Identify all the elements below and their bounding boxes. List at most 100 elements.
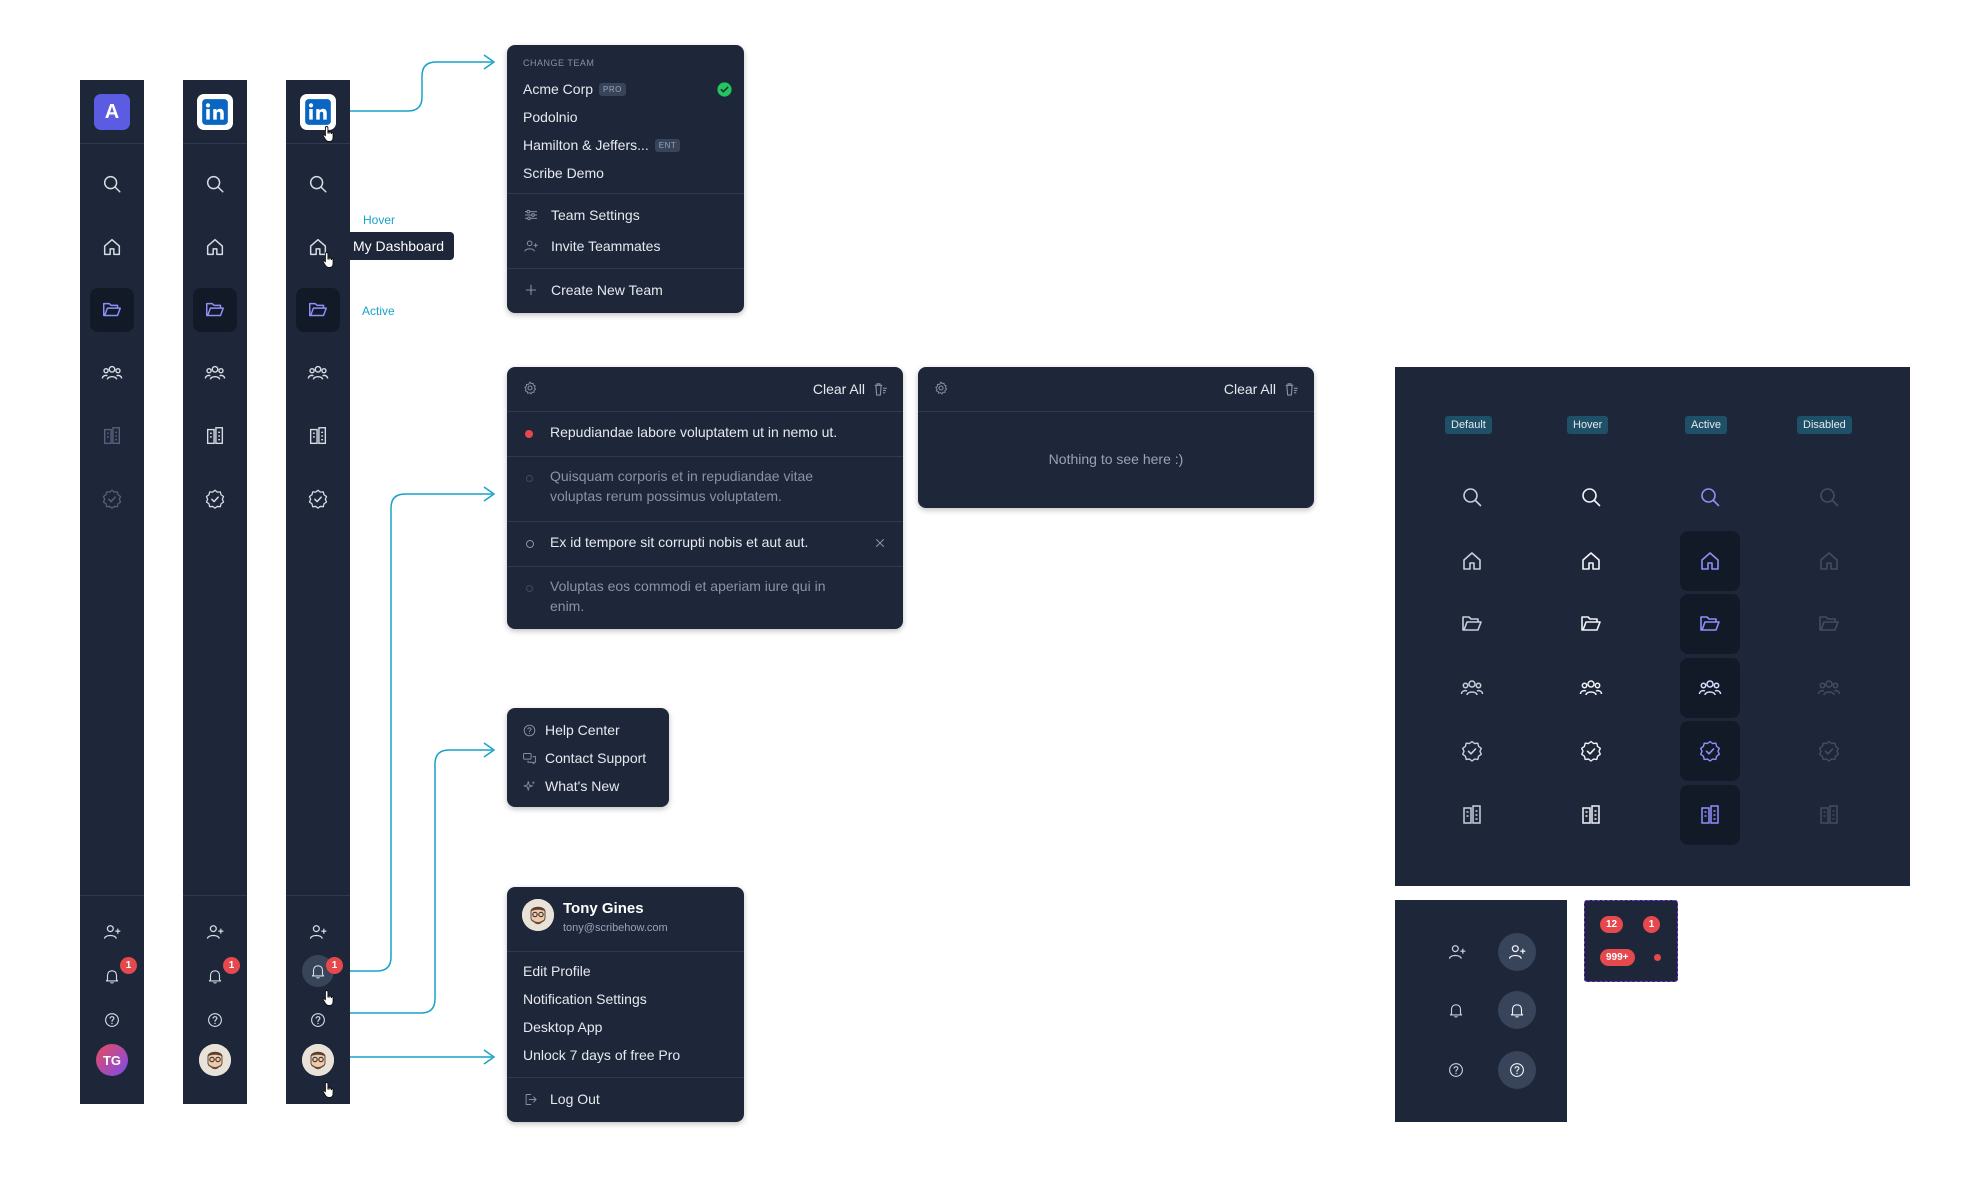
contact-support-item[interactable]: Contact Support: [522, 748, 646, 768]
linkedin-logo[interactable]: [197, 94, 233, 130]
help-icon: [1508, 1061, 1526, 1079]
verified-icon[interactable]: [1561, 721, 1621, 781]
team-icon[interactable]: [1561, 658, 1621, 718]
avatar[interactable]: [302, 1044, 334, 1076]
divider: [507, 456, 903, 457]
help-hover-button[interactable]: [1498, 1051, 1536, 1089]
notification-badge: 1: [223, 957, 240, 974]
notification-badge: 1: [120, 957, 137, 974]
workspace-logo[interactable]: A: [94, 94, 130, 130]
divider: [507, 268, 744, 269]
notification-item[interactable]: Voluptas eos commodi et aperiam iure qui…: [507, 567, 903, 629]
home-icon[interactable]: [1680, 531, 1740, 591]
notification-badge: 1: [326, 957, 343, 974]
log-out-label: Log Out: [550, 1091, 600, 1107]
sidebar-linkedin: 1: [183, 80, 247, 1104]
edit-profile-item[interactable]: Edit Profile: [523, 963, 591, 979]
team-menu: CHANGE TEAM Acme Corp PRO Podolnio Hamil…: [507, 45, 744, 313]
notification-text: Ex id tempore sit corrupti nobis et aut …: [550, 534, 809, 550]
notification-item[interactable]: Repudiandae labore voluptatem ut in nemo…: [507, 412, 903, 456]
create-new-team-item[interactable]: Create New Team: [523, 280, 663, 300]
gear-icon[interactable]: [522, 380, 538, 396]
help-center-item[interactable]: Help Center: [522, 720, 620, 740]
team-item-scribe-demo[interactable]: Scribe Demo: [523, 163, 604, 183]
folder-icon[interactable]: [296, 288, 340, 332]
help-center-label: Help Center: [545, 722, 620, 738]
team-icon[interactable]: [1680, 658, 1740, 718]
user-plus-hover-button[interactable]: [1498, 933, 1536, 971]
home-icon[interactable]: [1561, 531, 1621, 591]
active-annotation: Active: [362, 304, 395, 318]
team-settings-item[interactable]: Team Settings: [523, 205, 640, 225]
notification-text: Voluptas eos commodi et aperiam iure qui…: [550, 578, 826, 614]
search-icon[interactable]: [1680, 467, 1740, 527]
hover-annotation: Hover: [363, 213, 396, 227]
workspace-logo-letter: A: [104, 100, 120, 123]
avatar[interactable]: [199, 1044, 231, 1076]
search-icon[interactable]: [1442, 467, 1502, 527]
search-icon[interactable]: [1561, 467, 1621, 527]
bell-hover-button[interactable]: [1498, 991, 1536, 1029]
clear-all-button[interactable]: Clear All: [813, 379, 889, 399]
folder-icon[interactable]: [1680, 594, 1740, 654]
state-label-disabled: Disabled: [1797, 416, 1852, 434]
folder-icon[interactable]: [1442, 594, 1502, 654]
invite-teammates-item[interactable]: Invite Teammates: [523, 236, 660, 256]
clear-all-button[interactable]: Clear All: [1224, 379, 1300, 399]
plus-icon: [523, 282, 539, 298]
unlock-pro-item[interactable]: Unlock 7 days of free Pro: [523, 1047, 681, 1063]
whats-new-item[interactable]: What's New: [522, 776, 619, 796]
building-icon[interactable]: [1561, 785, 1621, 845]
bell-icon[interactable]: [1447, 1001, 1465, 1019]
state-label-hover: Hover: [1567, 416, 1609, 434]
team-menu-header: CHANGE TEAM: [523, 58, 595, 68]
avatar[interactable]: TG: [96, 1044, 128, 1076]
clear-all-label: Clear All: [812, 381, 865, 397]
team-icon[interactable]: [1442, 658, 1502, 718]
team-item-podolnio[interactable]: Podolnio: [523, 107, 578, 127]
home-icon[interactable]: [1442, 531, 1502, 591]
folder-icon[interactable]: [1561, 594, 1621, 654]
divider: [80, 143, 144, 144]
notification-settings-item[interactable]: Notification Settings: [523, 991, 647, 1007]
team-item-hamilton[interactable]: Hamilton & Jeffers... ENT: [523, 135, 681, 155]
user-plus-icon[interactable]: [1447, 942, 1467, 962]
building-icon[interactable]: [1680, 785, 1740, 845]
linkedin-logo[interactable]: [300, 94, 336, 130]
notification-item[interactable]: Quisquam corporis et in repudiandae vita…: [507, 457, 903, 521]
verified-icon[interactable]: [1442, 721, 1502, 781]
team-name: Scribe Demo: [523, 165, 604, 181]
notification-item[interactable]: Ex id tempore sit corrupti nobis et aut …: [507, 522, 903, 566]
icon-states-panel: Default Hover Active Disabled: [1395, 367, 1910, 886]
help-menu: Help Center Contact Support What's New: [507, 708, 669, 807]
utility-states-panel: [1395, 900, 1567, 1122]
home-icon: [1799, 531, 1859, 591]
clear-all-label: Clear All: [1223, 381, 1276, 397]
badge-999: 999+: [1600, 949, 1635, 966]
team-icon: [1799, 658, 1859, 718]
notifications-panel: Clear All Repudiandae labore voluptatem …: [507, 367, 903, 629]
profile-email: tony@scribehow.com: [563, 922, 668, 934]
check-circle-icon: [716, 81, 733, 98]
user-plus-icon: [523, 238, 539, 254]
desktop-app-item[interactable]: Desktop App: [523, 1019, 603, 1035]
log-out-item[interactable]: Log Out: [523, 1089, 600, 1109]
divider: [507, 566, 903, 567]
close-icon[interactable]: [873, 536, 887, 550]
gear-icon[interactable]: [933, 380, 949, 396]
building-icon[interactable]: [1442, 785, 1502, 845]
folder-icon[interactable]: [193, 288, 237, 332]
sidebar-default: A 1 TG: [80, 80, 144, 1104]
team-item-acme[interactable]: Acme Corp PRO: [523, 79, 733, 99]
folder-icon: [1799, 594, 1859, 654]
notification-text: Repudiandae labore voluptatem ut in nemo…: [550, 424, 838, 440]
divider: [286, 895, 350, 896]
folder-icon[interactable]: [90, 288, 134, 332]
help-icon[interactable]: [1447, 1061, 1465, 1079]
trash-icon: [871, 380, 889, 398]
team-name: Acme Corp: [523, 81, 594, 97]
verified-icon[interactable]: [1680, 721, 1740, 781]
avatar: [522, 899, 554, 931]
sliders-icon: [523, 207, 539, 223]
